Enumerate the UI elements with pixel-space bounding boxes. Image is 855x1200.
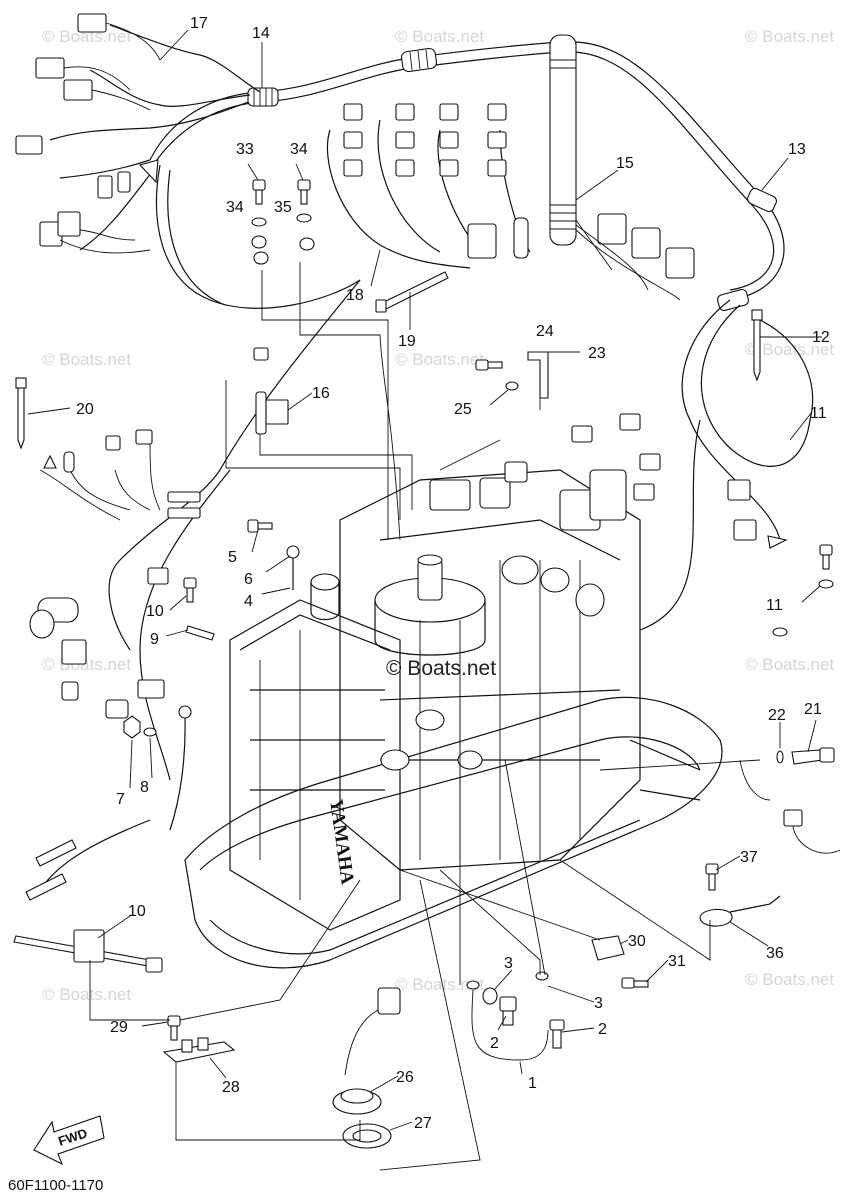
callout-29: 27 [414, 1115, 432, 1132]
callout-36: 36 [766, 945, 784, 962]
watermark-text: © Boats.net [42, 985, 131, 1004]
fasteners [13, 179, 841, 1149]
callout-19: 17 [190, 15, 208, 32]
callout-10: 10 [146, 603, 164, 620]
callout-5: 5 [228, 549, 237, 566]
callout-3: 3 [504, 955, 513, 972]
callout-13: 11 [810, 405, 827, 422]
wiring-harness [15, 13, 814, 781]
callout-1: 1 [528, 1075, 537, 1092]
watermark-text: © Boats.net [42, 27, 131, 46]
callout-14: 12 [812, 329, 830, 346]
watermark-text: © Boats.net [395, 975, 484, 994]
callout-30: 28 [222, 1079, 240, 1096]
drawing-code: 60F1100-1170 [8, 1177, 104, 1194]
callout-28: 26 [396, 1069, 414, 1086]
callout-20: 18 [346, 287, 364, 304]
callout-18: 16 [312, 385, 330, 402]
callout-37: 37 [740, 849, 758, 866]
callout-3: 3 [594, 995, 603, 1012]
callout-33: 31 [668, 953, 686, 970]
callout-34: 33 [236, 141, 254, 158]
callout-numbers: 17 14 15 13 33 34 34 35 18 19 12 24 23 1… [76, 15, 830, 1132]
callout-22: 20 [76, 401, 94, 418]
callout-6: 6 [244, 571, 253, 588]
watermark-text: © Boats.net [745, 27, 834, 46]
watermark-text: © Boats.net [42, 350, 131, 369]
callout-2: 2 [490, 1035, 499, 1052]
callout-27: 25 [454, 401, 472, 418]
callout-31: 29 [110, 1019, 128, 1036]
callout-16: 14 [252, 25, 270, 42]
callout-21: 19 [398, 333, 416, 350]
callout-7: 7 [116, 791, 125, 808]
callout-17: 15 [616, 155, 634, 172]
watermarks: © Boats.net © Boats.net © Boats.net © Bo… [42, 27, 834, 1004]
callout-34: 34 [290, 141, 308, 158]
callout-35: 34 [226, 199, 244, 216]
callout-32: 30 [628, 933, 646, 950]
callout-9: 9 [150, 631, 159, 648]
watermark-text: © Boats.net [745, 970, 834, 989]
callout-4: 4 [244, 593, 253, 610]
callout-8: 8 [140, 779, 149, 796]
callout-12: 10 [128, 903, 146, 920]
watermark-text: © Boats.net [745, 655, 834, 674]
center-watermark: © Boats.net [386, 657, 496, 680]
watermark-text: © Boats.net [42, 655, 131, 674]
engine-assembly: YAMAHA [184, 461, 723, 969]
fwd-arrow-icon: FWD [33, 1115, 105, 1166]
brand-mark: YAMAHA [325, 798, 358, 886]
watermark-text: © Boats.net [745, 340, 834, 359]
watermark-text: © Boats.net [395, 27, 484, 46]
callout-23: 21 [804, 701, 822, 718]
callout-24: 22 [768, 707, 786, 724]
callout-35: 35 [274, 199, 292, 216]
callout-25: 23 [588, 345, 606, 362]
watermark-text: © Boats.net [395, 350, 484, 369]
leader-lines [27, 29, 822, 1171]
callout-2: 2 [598, 1021, 607, 1038]
callout-15: 13 [788, 141, 806, 158]
callout-11: 11 [766, 597, 783, 614]
relay-blocks [343, 103, 507, 177]
callout-26: 24 [536, 323, 554, 340]
